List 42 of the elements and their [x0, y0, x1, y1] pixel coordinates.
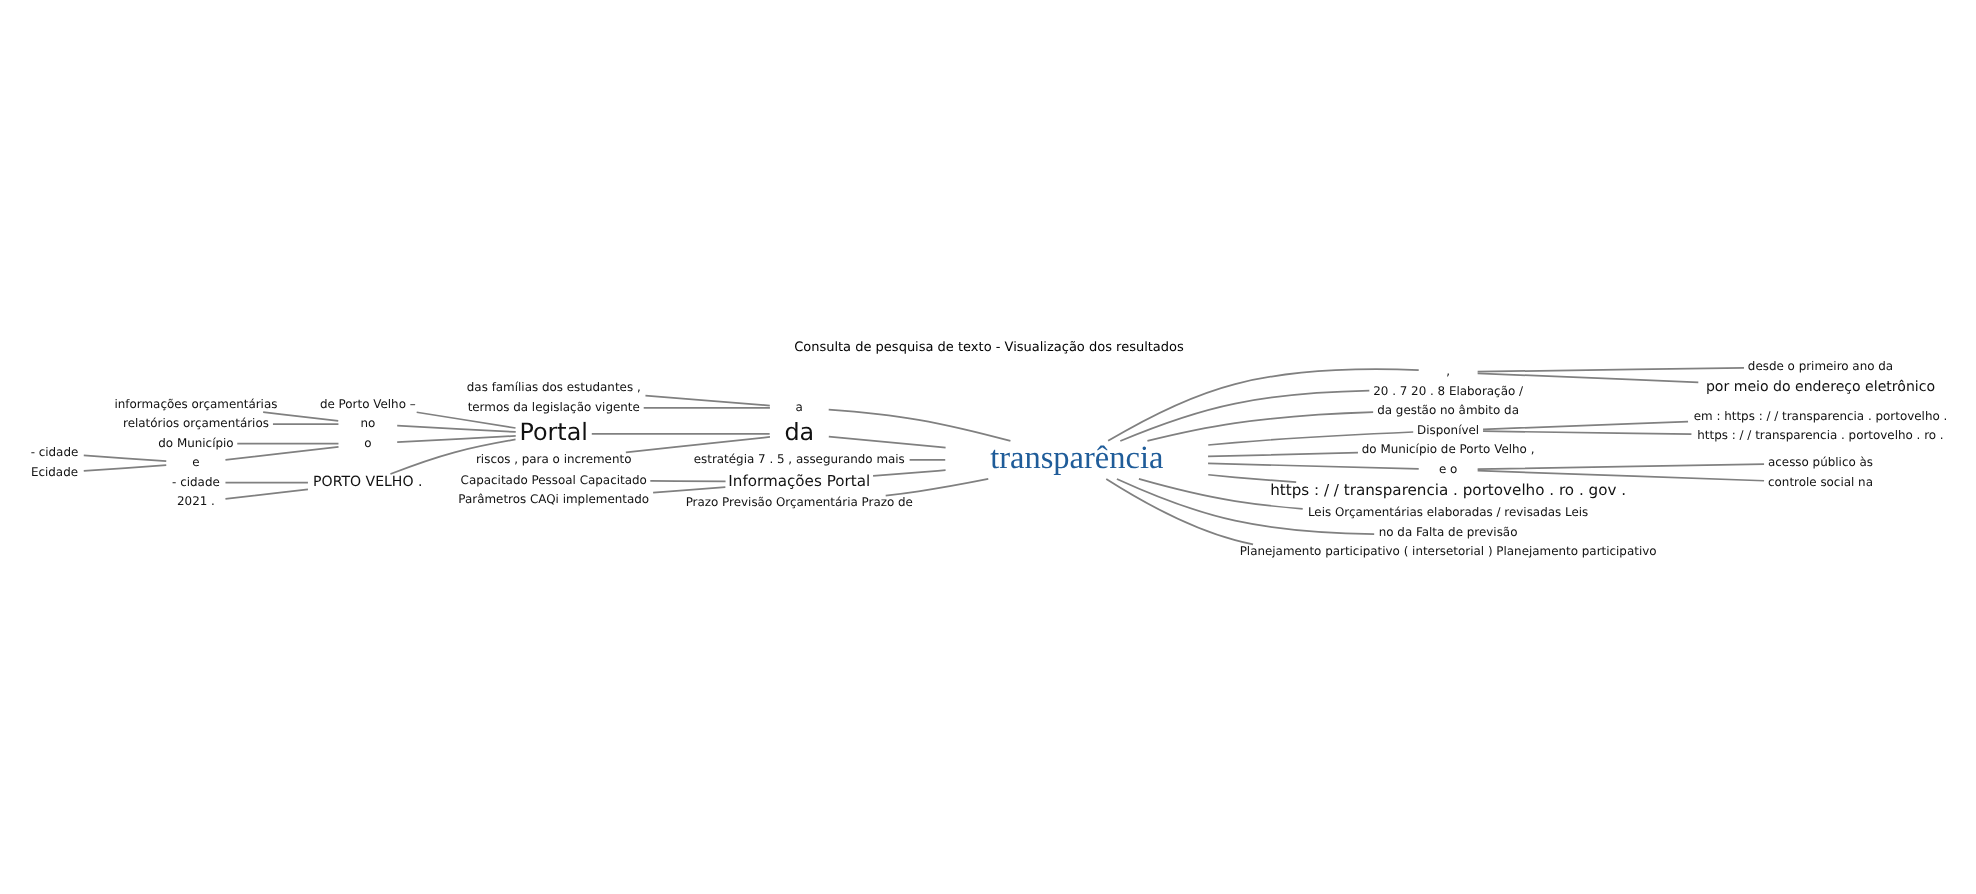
connector	[826, 407, 1011, 441]
connector	[826, 434, 946, 448]
connector	[1475, 365, 1744, 372]
node-text: Portal	[518, 416, 587, 445]
connector	[81, 463, 167, 471]
connector	[1206, 461, 1419, 469]
connector	[1206, 430, 1414, 445]
connector	[414, 410, 516, 428]
connector	[871, 468, 946, 476]
connector	[235, 441, 339, 444]
connector	[1206, 472, 1297, 482]
connector	[223, 445, 339, 460]
connector	[1475, 468, 1764, 481]
connector	[1475, 371, 1699, 383]
connector	[1118, 388, 1370, 441]
connector	[648, 479, 726, 482]
connector	[395, 434, 516, 443]
connector	[271, 422, 339, 424]
connector	[883, 477, 989, 496]
connector	[1475, 462, 1764, 470]
connector	[395, 423, 516, 432]
connector	[81, 453, 167, 462]
connector	[1481, 429, 1692, 435]
node-text: transparência	[989, 439, 1163, 476]
connector	[651, 485, 726, 493]
connector	[1115, 477, 1375, 534]
connector	[1481, 419, 1688, 430]
connector	[1206, 450, 1358, 457]
connector	[1106, 367, 1419, 441]
connector	[643, 393, 770, 406]
connector	[1104, 477, 1253, 545]
connector	[1145, 410, 1374, 441]
node-text: da	[783, 416, 814, 445]
connector	[223, 480, 308, 483]
connector	[388, 437, 516, 474]
connector	[223, 487, 308, 499]
connector	[589, 432, 770, 434]
connector	[624, 435, 770, 453]
connector	[261, 410, 339, 421]
connector	[1137, 477, 1303, 509]
connector	[641, 406, 770, 408]
connector	[907, 458, 946, 460]
